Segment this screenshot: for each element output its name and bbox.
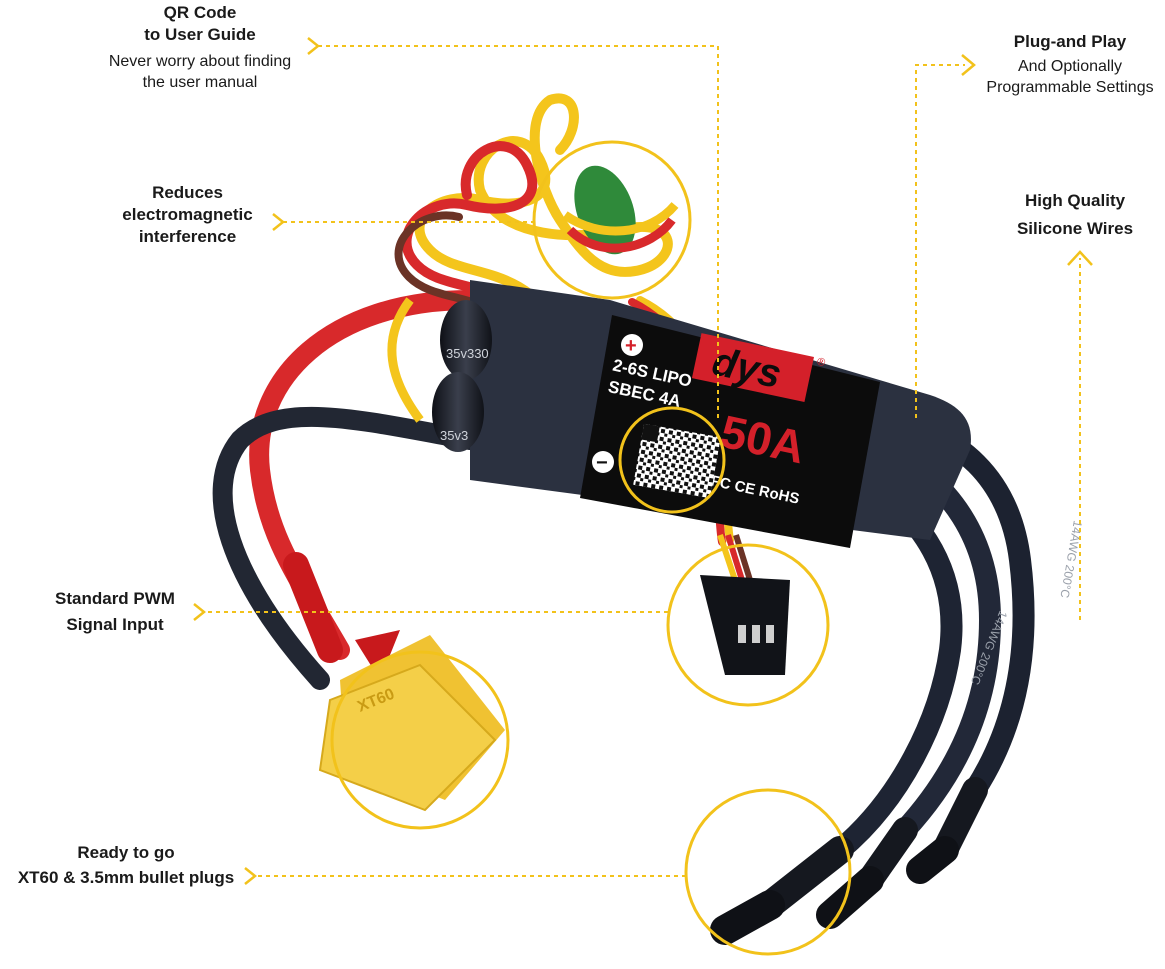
- callout-qr: QR Code to User Guide Never worry about …: [75, 2, 325, 94]
- arrowhead-plug-play: [961, 54, 976, 76]
- callout-plug-play-desc-1: And Optionally: [1017, 58, 1123, 76]
- callout-pwm: Standard PWM Signal Input: [30, 588, 200, 636]
- highlight-signal: [666, 543, 830, 707]
- leader-qr: [307, 37, 719, 418]
- minus-pad: [592, 451, 614, 473]
- callout-qr-title-2: to User Guide: [144, 25, 256, 45]
- callout-wires-2: Silicone Wires: [1016, 219, 1134, 239]
- callout-qr-title-1: QR Code: [163, 3, 237, 22]
- capacitor-print-bottom: 35v3: [440, 428, 468, 443]
- leader-plug-play: [915, 64, 965, 418]
- plus-pad: [621, 334, 643, 356]
- battery-wires: [212, 290, 480, 690]
- highlight-bullets: [684, 788, 852, 956]
- capacitor-bottom: [432, 372, 484, 452]
- callout-pwm-2: Signal Input: [66, 615, 164, 635]
- callout-plugs-1: Ready to go: [77, 843, 175, 862]
- capacitor-print-top: 35v330: [446, 346, 489, 361]
- highlight-qr: [618, 406, 726, 514]
- leader-lines: [193, 37, 1081, 885]
- qr-code: [633, 423, 721, 499]
- minus-sign: −: [596, 452, 608, 474]
- highlight-xt60: [330, 650, 510, 830]
- callout-emi-1: Reduces: [152, 183, 223, 202]
- callout-plugs: Ready to go XT60 & 3.5mm bullet plugs: [0, 842, 252, 889]
- callout-emi-2: electromagnetic: [122, 205, 253, 225]
- arrowhead-wires: [1067, 250, 1093, 266]
- callout-qr-desc-1: Never worry about finding: [108, 53, 292, 71]
- esc-body: 35v330 35v3 + − dys ® 2-6S LIPO SBEC 4A …: [432, 280, 971, 548]
- callout-wires-1: High Quality: [1024, 191, 1126, 210]
- highlight-ferrite: [532, 140, 692, 300]
- callout-wires: High Quality Silicone Wires: [985, 190, 1165, 240]
- registered-mark: ®: [816, 356, 826, 369]
- brand-badge: [691, 333, 814, 402]
- callout-qr-desc-2: the user manual: [142, 73, 258, 91]
- callout-plug-play-title: Plug-and Play: [1013, 32, 1127, 51]
- highlight-circles: [330, 140, 852, 956]
- callout-plugs-2: XT60 & 3.5mm bullet plugs: [17, 868, 235, 888]
- xt60-connector: XT60: [318, 630, 505, 812]
- callout-plug-play: Plug-and Play And Optionally Programmabl…: [975, 31, 1165, 99]
- callout-emi-3: interference: [138, 227, 237, 247]
- plus-sign: +: [625, 335, 637, 357]
- callout-pwm-1: Standard PWM: [55, 589, 175, 608]
- callout-plug-play-desc-2: Programmable Settings: [986, 78, 1154, 96]
- signal-connector: [700, 534, 790, 675]
- capacitor-top: [440, 300, 492, 380]
- callout-emi: Reduces electromagnetic interference: [90, 182, 285, 248]
